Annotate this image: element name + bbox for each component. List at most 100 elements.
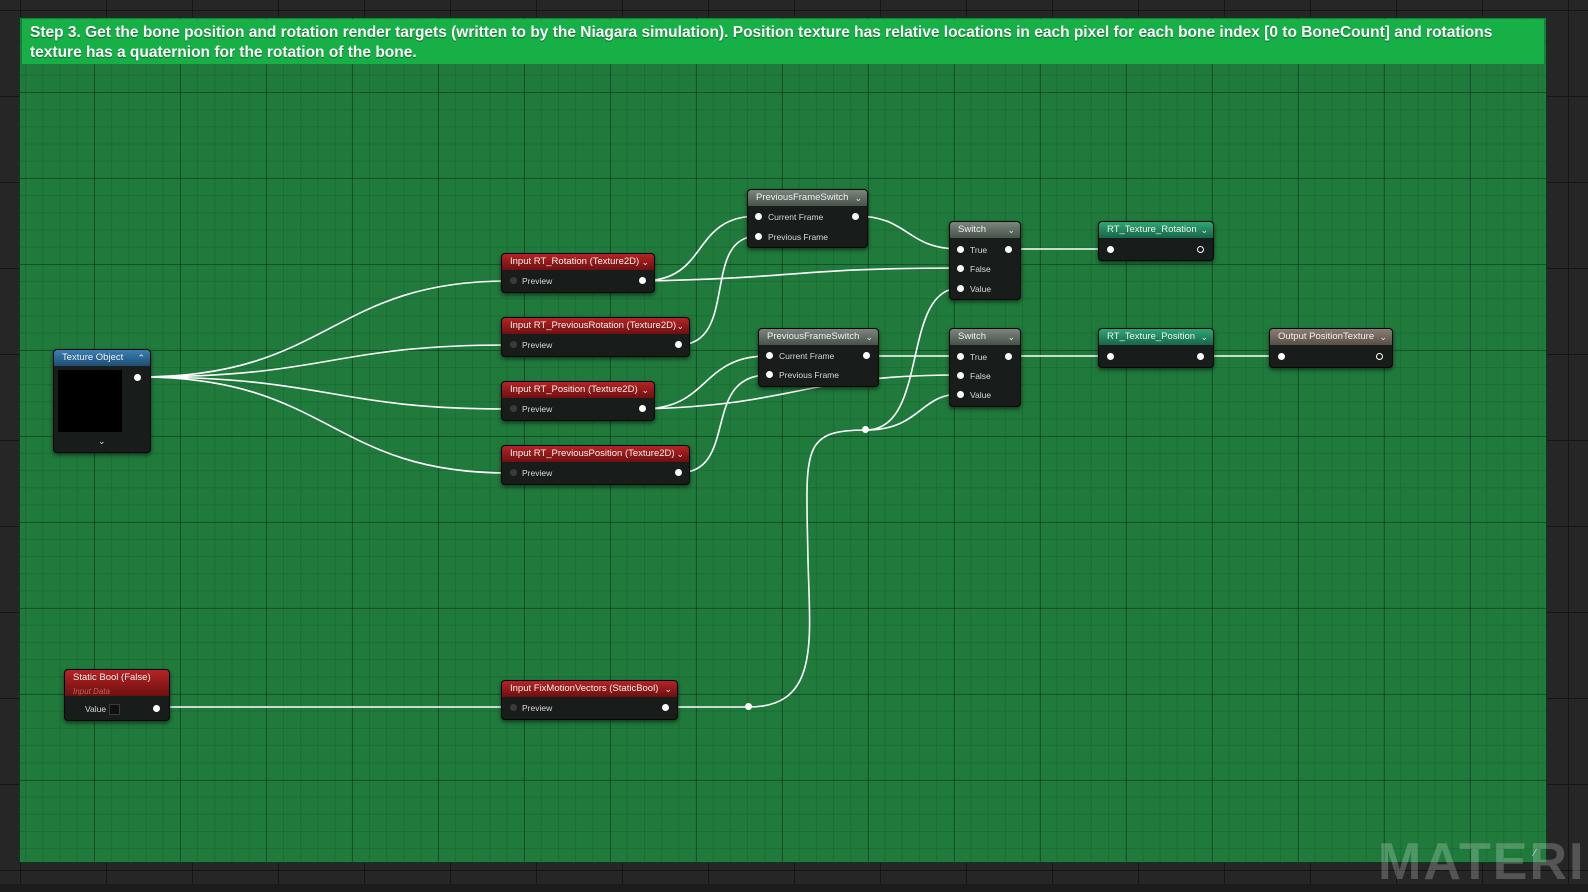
static-bool-value-label: Value	[85, 704, 107, 714]
switch-top-false-row: False	[956, 262, 1016, 276]
static-bool-value-row: Value	[71, 702, 165, 716]
chevron-down-icon[interactable]: ⌄	[664, 684, 672, 694]
input-rt-rotation-preview-label: Preview	[522, 276, 553, 286]
texture-object-output-pin[interactable]	[134, 374, 141, 381]
input-rt-rotation-header[interactable]: Input RT_Rotation (Texture2D) ⌄	[502, 254, 654, 270]
chevron-down-icon[interactable]: ⌄	[1200, 225, 1208, 235]
switch-top-true-row: True	[956, 243, 1016, 257]
chevron-down-icon[interactable]: ⌄	[865, 332, 873, 342]
output-position-texture-node[interactable]: Output PositionTexture ⌄	[1269, 328, 1393, 368]
pfs-top-previous-pin[interactable]	[755, 233, 762, 240]
chevron-down-icon[interactable]: ⌄	[1007, 332, 1015, 342]
switch-mid-output-pin[interactable]	[1005, 353, 1012, 360]
switch-top-false-label: False	[970, 264, 991, 274]
input-rt-prevrotation-preview-pin[interactable]	[510, 341, 517, 348]
resize-handle-icon[interactable]: ∕	[1534, 848, 1536, 859]
rt-texture-position-header[interactable]: RT_Texture_Position ⌄	[1099, 329, 1213, 345]
comment-header[interactable]: Step 3. Get the bone position and rotati…	[22, 19, 1544, 64]
input-rt-prevposition-output-pin[interactable]	[675, 469, 682, 476]
rt-texture-position-output-pin[interactable]	[1197, 353, 1204, 360]
input-fix-motion-vectors-header[interactable]: Input FixMotionVectors (StaticBool) ⌄	[502, 681, 677, 697]
rt-texture-rotation-output-pin[interactable]	[1197, 246, 1204, 253]
chevron-down-icon[interactable]: ⌄	[1200, 332, 1208, 342]
input-rt-prevposition-header[interactable]: Input RT_PreviousPosition (Texture2D) ⌄	[502, 446, 689, 462]
pfs-mid-current-pin[interactable]	[766, 352, 773, 359]
rt-texture-position-input-pin[interactable]	[1107, 353, 1114, 360]
input-fix-motion-vectors-node[interactable]: Input FixMotionVectors (StaticBool) ⌄ Pr…	[501, 680, 678, 720]
chevron-up-icon[interactable]: ⌃	[137, 353, 145, 363]
rt-texture-position-node[interactable]: RT_Texture_Position ⌄	[1098, 328, 1214, 368]
input-rt-prevrotation-output-pin[interactable]	[675, 341, 682, 348]
input-rt-rotation-output-pin[interactable]	[639, 277, 646, 284]
chevron-down-icon[interactable]: ⌄	[1379, 332, 1387, 342]
pfs-top-current-label: Current Frame	[768, 212, 824, 222]
pfs-top-output-pin[interactable]	[852, 213, 859, 220]
rt-texture-rotation-header[interactable]: RT_Texture_Rotation ⌄	[1099, 222, 1213, 238]
switch-top-output-pin[interactable]	[1005, 246, 1012, 253]
input-rt-position-title: Input RT_Position (Texture2D)	[510, 384, 638, 395]
switch-top-value-row: Value	[956, 282, 1016, 296]
pfs-top-current-row: Current Frame	[754, 210, 862, 224]
switch-top-false-pin[interactable]	[957, 265, 964, 272]
static-bool-output-pin[interactable]	[153, 705, 160, 712]
chevron-down-icon[interactable]: ⌄	[641, 385, 649, 395]
fix-motion-preview-row: Preview	[508, 701, 671, 715]
static-bool-node[interactable]: Static Bool (False) Input Data Value	[64, 669, 170, 721]
input-rt-prevposition-title: Input RT_PreviousPosition (Texture2D)	[510, 448, 675, 459]
switch-top-value-pin[interactable]	[957, 285, 964, 292]
chevron-down-icon[interactable]: ⌄	[1007, 225, 1015, 235]
previous-frame-switch-mid-node[interactable]: PreviousFrameSwitch ⌄ Current Frame Prev…	[758, 328, 879, 387]
output-position-texture-output-pin[interactable]	[1376, 353, 1383, 360]
input-rt-prevrotation-header[interactable]: Input RT_PreviousRotation (Texture2D) ⌄	[502, 318, 689, 334]
switch-mid-header[interactable]: Switch ⌄	[950, 329, 1020, 345]
pfs-top-previous-row: Previous Frame	[754, 230, 862, 244]
input-rt-position-preview-pin[interactable]	[510, 405, 517, 412]
input-rt-prevrotation-node[interactable]: Input RT_PreviousRotation (Texture2D) ⌄ …	[501, 317, 690, 357]
output-position-texture-input-pin[interactable]	[1278, 353, 1285, 360]
switch-mid-false-label: False	[970, 371, 991, 381]
texture-object-header[interactable]: Texture Object ⌃	[54, 350, 150, 366]
chevron-down-icon[interactable]: ⌄	[641, 257, 649, 267]
texture-object-node[interactable]: Texture Object ⌃ ⌄	[53, 349, 151, 453]
chevron-down-icon[interactable]: ⌄	[854, 193, 862, 203]
input-rt-prevrotation-title: Input RT_PreviousRotation (Texture2D)	[510, 320, 677, 331]
chevron-down-icon[interactable]: ⌄	[676, 321, 684, 331]
input-rt-position-node[interactable]: Input RT_Position (Texture2D) ⌄ Preview	[501, 381, 655, 421]
static-bool-title: Static Bool (False)	[73, 672, 151, 683]
previous-frame-switch-top-node[interactable]: PreviousFrameSwitch ⌄ Current Frame Prev…	[747, 189, 868, 248]
switch-top-true-pin[interactable]	[957, 246, 964, 253]
pfs-mid-previous-pin[interactable]	[766, 371, 773, 378]
previous-frame-switch-top-header[interactable]: PreviousFrameSwitch ⌄	[748, 190, 867, 206]
chevron-down-icon[interactable]: ⌄	[98, 436, 106, 446]
input-rt-rotation-preview-pin[interactable]	[510, 277, 517, 284]
switch-mid-value-pin[interactable]	[957, 391, 964, 398]
switch-top-node[interactable]: Switch ⌄ True False Value	[949, 221, 1021, 300]
pfs-mid-output-pin[interactable]	[863, 352, 870, 359]
fix-motion-preview-pin[interactable]	[510, 704, 517, 711]
static-bool-checkbox[interactable]	[109, 704, 120, 715]
switch-top-header[interactable]: Switch ⌄	[950, 222, 1020, 238]
input-rt-prevposition-node[interactable]: Input RT_PreviousPosition (Texture2D) ⌄ …	[501, 445, 690, 485]
pfs-mid-previous-row: Previous Frame	[765, 368, 873, 382]
chevron-down-icon[interactable]: ⌄	[676, 449, 684, 459]
input-rt-prevposition-preview-pin[interactable]	[510, 469, 517, 476]
fix-motion-output-pin[interactable]	[662, 704, 669, 711]
switch-mid-node[interactable]: Switch ⌄ True False Value	[949, 328, 1021, 407]
pfs-top-current-pin[interactable]	[755, 213, 762, 220]
reroute-node-bottom[interactable]	[745, 703, 752, 710]
rt-texture-rotation-title: RT_Texture_Rotation	[1107, 224, 1197, 235]
output-position-texture-header[interactable]: Output PositionTexture ⌄	[1270, 329, 1392, 345]
switch-top-true-label: True	[970, 245, 988, 255]
switch-mid-true-pin[interactable]	[957, 353, 964, 360]
static-bool-header[interactable]: Static Bool (False) Input Data	[65, 670, 169, 696]
comment-box[interactable]	[20, 18, 1546, 862]
input-rt-position-header[interactable]: Input RT_Position (Texture2D) ⌄	[502, 382, 654, 398]
rt-texture-rotation-input-pin[interactable]	[1107, 246, 1114, 253]
input-rt-position-output-pin[interactable]	[639, 405, 646, 412]
rt-texture-rotation-node[interactable]: RT_Texture_Rotation ⌄	[1098, 221, 1214, 261]
reroute-node-middle[interactable]	[862, 426, 869, 433]
switch-mid-value-label: Value	[970, 390, 992, 400]
switch-mid-false-pin[interactable]	[957, 372, 964, 379]
previous-frame-switch-mid-header[interactable]: PreviousFrameSwitch ⌄	[759, 329, 878, 345]
input-rt-rotation-node[interactable]: Input RT_Rotation (Texture2D) ⌄ Preview	[501, 253, 655, 293]
